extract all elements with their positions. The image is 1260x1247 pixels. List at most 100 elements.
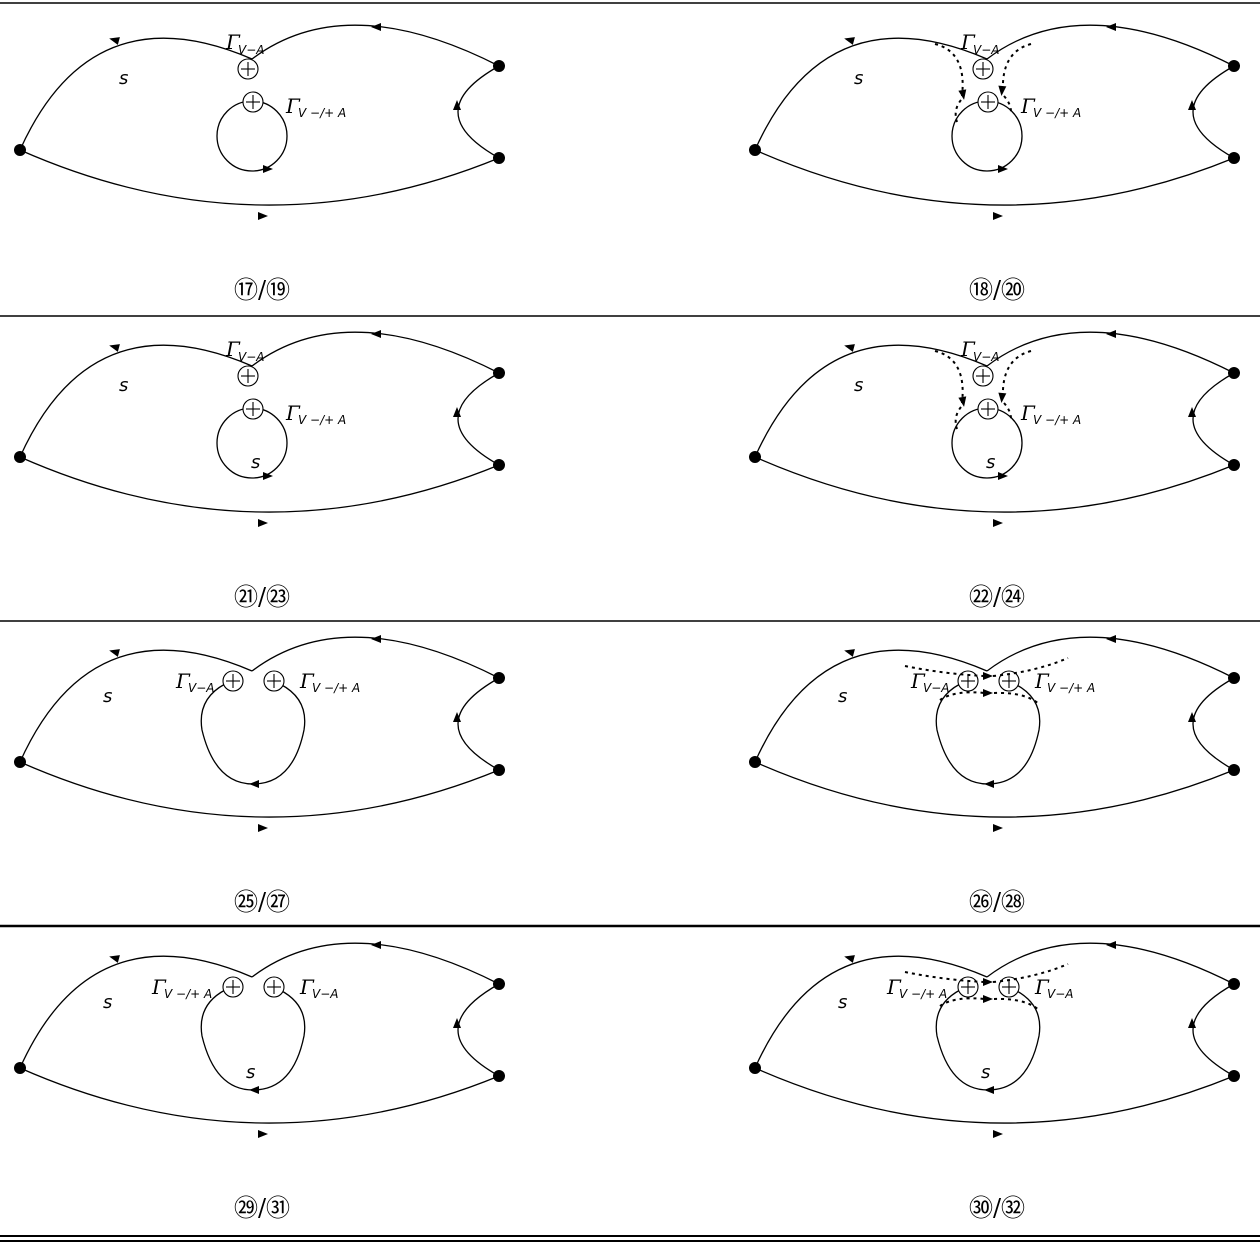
- external-vertex: [1228, 459, 1240, 471]
- operator-vertex-loop: [977, 91, 999, 113]
- arrow-bottom: [258, 212, 268, 220]
- quark-line-top-right: [251, 942, 500, 985]
- s-label: s: [119, 375, 128, 396]
- gamma-label: Γ: [1020, 94, 1036, 118]
- arrow-loop: [998, 472, 1008, 480]
- operator-vertex-top: [972, 365, 994, 387]
- external-vertex: [493, 367, 505, 379]
- external-vertex: [749, 451, 761, 463]
- gluon-line: [1001, 43, 1032, 93]
- gamma-subscript: V−A: [973, 43, 999, 57]
- quark-line-spectator: [457, 65, 500, 159]
- quark-line-top-left: [19, 955, 253, 1069]
- external-vertex: [749, 1062, 761, 1074]
- operator-vertex-right: [998, 670, 1020, 692]
- diagram-panel: sΓV−AΓV −/+ A⑱/⑳: [749, 23, 1240, 304]
- gamma-label: Γ: [225, 30, 241, 54]
- gluon-line: [1003, 95, 1012, 113]
- arrow-spectator: [453, 712, 461, 722]
- gamma-subscript: V−A: [238, 43, 264, 57]
- s-loop-label: s: [246, 1062, 255, 1083]
- quark-line-top-left: [19, 37, 253, 151]
- gamma-subscript: V −/+ A: [298, 413, 346, 427]
- quark-line-top-right: [251, 331, 500, 374]
- arrow-loop: [263, 165, 273, 173]
- diagram-panel: sΓV−AΓV −/+ A⑰/⑲: [14, 23, 505, 304]
- gamma-subscript: V−A: [973, 350, 999, 364]
- arrow-top-left: [109, 955, 120, 963]
- quark-line-bottom: [19, 456, 500, 513]
- external-vertex: [493, 152, 505, 164]
- operator-vertex-top: [237, 365, 259, 387]
- external-vertex: [493, 459, 505, 471]
- diagram-caption: ㉖/㉘: [969, 888, 1025, 916]
- gamma-subscript: V −/+ A: [1033, 413, 1081, 427]
- diagram-caption: ㉚/㉜: [969, 1194, 1025, 1222]
- quark-line-bottom: [19, 1067, 500, 1124]
- gamma-label: Γ: [299, 669, 315, 693]
- quark-line-top-right: [251, 24, 500, 67]
- arrow-gluon: [958, 396, 967, 407]
- quark-loop: [200, 683, 306, 785]
- operator-vertex-top: [237, 58, 259, 80]
- gluon-line: [993, 997, 1040, 1011]
- arrow-gluon: [998, 392, 1007, 403]
- gamma-subscript: V −/+ A: [1047, 681, 1095, 695]
- gluon-line: [934, 350, 964, 404]
- quark-line-top-right: [986, 24, 1235, 67]
- s-label: s: [103, 686, 112, 707]
- gluon-line: [1003, 402, 1012, 420]
- arrow-top-left: [844, 344, 855, 352]
- arrow-gluon: [983, 978, 993, 986]
- quark-line-top-left: [754, 344, 988, 458]
- arrow-loop: [263, 472, 273, 480]
- external-vertex: [493, 672, 505, 684]
- quark-line-spectator: [1192, 65, 1235, 159]
- arrow-spectator: [1188, 1018, 1196, 1028]
- arrow-spectator: [1188, 407, 1196, 417]
- external-vertex: [749, 756, 761, 768]
- gamma-label: Γ: [299, 975, 315, 999]
- external-vertex: [1228, 367, 1240, 379]
- gluon-line: [934, 43, 964, 97]
- gluon-line: [993, 691, 1040, 705]
- operator-vertex-loop: [977, 398, 999, 420]
- external-vertex: [14, 1062, 26, 1074]
- gamma-subscript: V−A: [1047, 987, 1073, 1001]
- gamma-label: Γ: [1034, 669, 1050, 693]
- external-vertex: [1228, 1070, 1240, 1082]
- arrow-bottom: [993, 1130, 1003, 1138]
- quark-line-spectator: [1192, 983, 1235, 1077]
- diagram-caption: ⑰/⑲: [234, 276, 290, 304]
- arrow-top-left: [844, 649, 855, 657]
- operator-vertex-left: [222, 976, 244, 998]
- external-vertex: [493, 1070, 505, 1082]
- gluon-line: [992, 657, 1069, 677]
- operator-vertex-left: [957, 976, 979, 998]
- diagram-caption: ㉕/㉗: [234, 888, 290, 916]
- quark-line-spectator: [1192, 372, 1235, 466]
- gluon-line: [954, 406, 962, 430]
- arrow-gluon: [998, 85, 1007, 96]
- operator-vertex-left: [222, 670, 244, 692]
- gluon-line: [992, 963, 1069, 983]
- arrow-spectator: [453, 100, 461, 110]
- s-loop-label: s: [986, 452, 995, 473]
- quark-line-top-left: [19, 344, 253, 458]
- gamma-label: Γ: [285, 94, 301, 118]
- arrow-loop: [249, 1086, 259, 1094]
- external-vertex: [493, 978, 505, 990]
- arrow-top-left: [844, 955, 855, 963]
- operator-vertex-loop: [242, 398, 264, 420]
- external-vertex: [1228, 978, 1240, 990]
- quark-line-top-left: [754, 955, 988, 1069]
- quark-loop: [935, 683, 1041, 785]
- arrow-spectator: [453, 407, 461, 417]
- external-vertex: [749, 144, 761, 156]
- s-loop-label: s: [981, 1062, 990, 1083]
